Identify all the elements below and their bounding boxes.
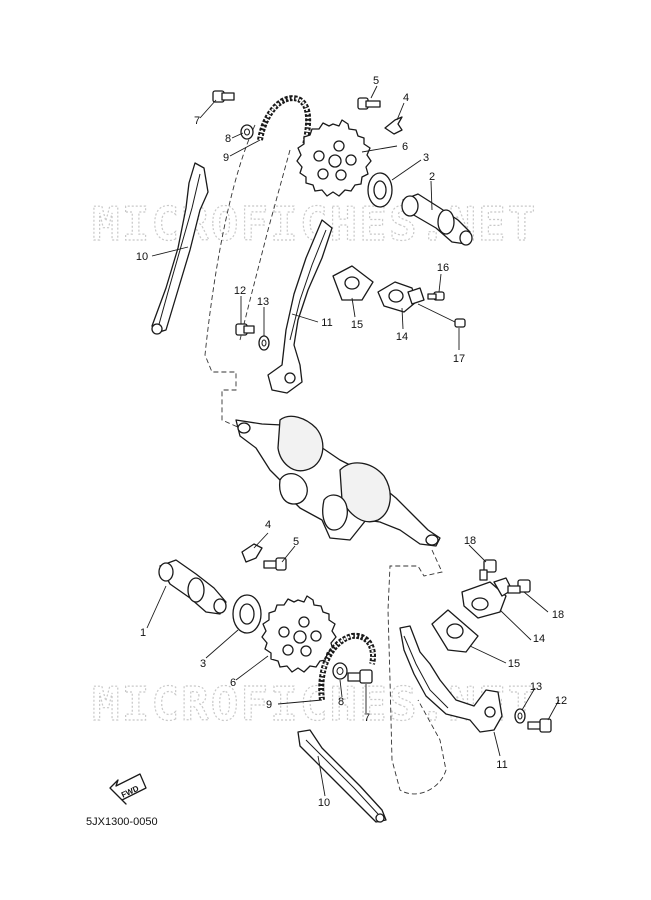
diagram-code: 5JX1300-0050 xyxy=(86,816,158,828)
lower-timing-chain xyxy=(318,632,376,701)
lower-gasket-15 xyxy=(431,609,479,653)
callout-lower-4: 4 xyxy=(265,519,271,531)
lower-tensioner-guide-11 xyxy=(399,625,503,733)
callout-lower-15: 15 xyxy=(508,658,520,670)
leader-lines xyxy=(146,85,560,797)
callout-upper-12: 12 xyxy=(234,285,246,297)
upper-tensioner-14 xyxy=(377,281,425,313)
callout-upper-15: 15 xyxy=(351,319,363,331)
upper-tensioner-guide-11 xyxy=(267,219,333,394)
callout-lower-12: 12 xyxy=(555,695,567,707)
callout-upper-6: 6 xyxy=(402,141,408,153)
callout-upper-4: 4 xyxy=(403,92,409,104)
callout-upper-16: 16 xyxy=(437,262,449,274)
lower-chain-guide-10 xyxy=(297,729,387,823)
upper-bolt-17 xyxy=(454,318,466,328)
callout-upper-9: 9 xyxy=(223,152,229,164)
lower-lock-plate-4 xyxy=(241,543,263,563)
callout-lower-11: 11 xyxy=(496,759,507,771)
callout-lower-5: 5 xyxy=(293,536,299,548)
callout-upper-8: 8 xyxy=(225,133,231,145)
callout-upper-2: 2 xyxy=(429,171,435,183)
upper-bolt-5 xyxy=(357,97,381,110)
upper-timing-chain xyxy=(257,95,312,147)
upper-camshaft-2 xyxy=(401,193,473,246)
callout-upper-13: 13 xyxy=(257,296,269,308)
callout-upper-5: 5 xyxy=(373,75,379,87)
lower-bolt-12 xyxy=(527,718,552,733)
upper-lock-plate-4 xyxy=(384,116,403,135)
upper-washer-8 xyxy=(240,124,254,140)
upper-collar-3 xyxy=(367,172,393,208)
lower-tensioner-14 xyxy=(461,577,513,619)
upper-bolt-12 xyxy=(235,323,255,336)
watermark-lower: MICROFICHES.NET xyxy=(92,677,537,731)
callout-lower-18a: 18 xyxy=(464,535,476,547)
lower-cam-sprocket xyxy=(261,595,337,673)
callout-lower-13: 13 xyxy=(530,681,542,693)
callout-lower-18b: 18 xyxy=(552,609,564,621)
callout-lower-14: 14 xyxy=(533,633,545,645)
upper-washer-13 xyxy=(258,335,270,351)
callout-upper-10: 10 xyxy=(136,251,148,263)
callout-lower-9: 9 xyxy=(266,699,272,711)
callout-upper-11: 11 xyxy=(321,317,332,329)
upper-chain-path-right xyxy=(239,149,291,341)
upper-cam-sprocket xyxy=(296,119,372,197)
crankshaft xyxy=(235,415,441,547)
lower-bolt-18b xyxy=(507,579,531,594)
upper-bolt-7 xyxy=(212,90,235,103)
upper-gasket-15 xyxy=(332,265,374,301)
lower-bolt-5 xyxy=(263,557,287,571)
callout-lower-6: 6 xyxy=(230,677,236,689)
callout-lower-3: 3 xyxy=(200,658,206,670)
callout-upper-7: 7 xyxy=(194,115,200,127)
upper-bolt-16 xyxy=(427,291,445,301)
callout-lower-8: 8 xyxy=(338,696,344,708)
lower-camshaft-1 xyxy=(158,559,227,615)
lower-bolt-7 xyxy=(347,669,373,684)
lower-collar-3 xyxy=(232,594,262,634)
callout-upper-3: 3 xyxy=(423,152,429,164)
fwd-arrow-icon: FWD xyxy=(109,773,147,805)
lower-bolt-18a xyxy=(479,559,497,581)
upper-chain-guide-10 xyxy=(151,162,209,335)
callout-lower-1: 1 xyxy=(140,627,146,639)
upper-chain-path xyxy=(204,124,256,429)
callout-upper-14: 14 xyxy=(396,331,408,343)
lower-washer-13 xyxy=(514,708,526,724)
callout-lower-7: 7 xyxy=(364,712,370,724)
callout-upper-17: 17 xyxy=(453,353,465,365)
lower-chain-path xyxy=(387,549,447,795)
lower-washer-8 xyxy=(332,662,348,680)
callout-lower-10: 10 xyxy=(318,797,330,809)
